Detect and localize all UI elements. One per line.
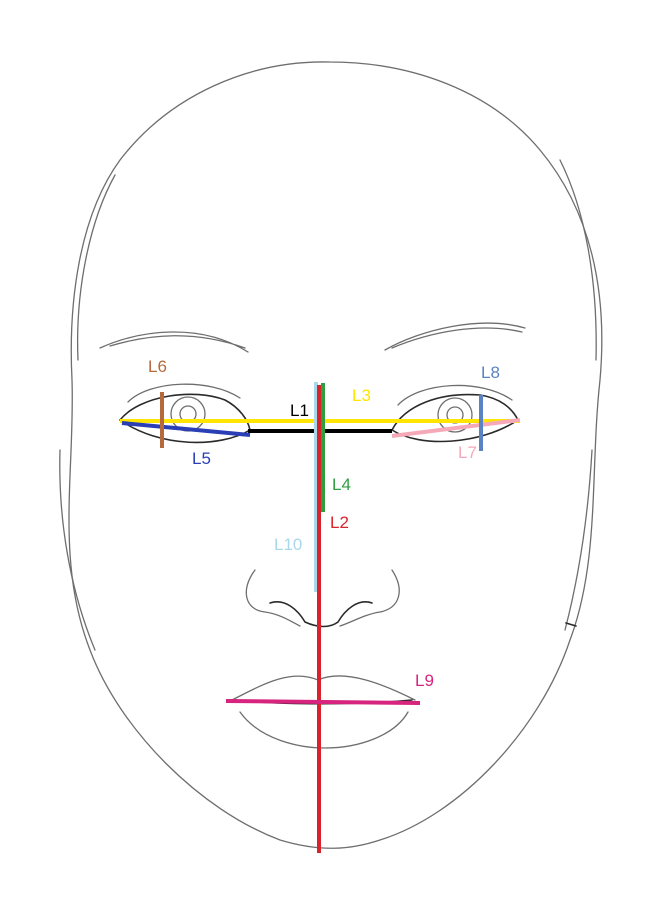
L7-label: L7 <box>458 443 477 462</box>
L10-label: L10 <box>274 535 302 554</box>
L9-label: L9 <box>415 671 434 690</box>
right-eye-outline <box>391 393 519 443</box>
L9-line <box>225 699 421 705</box>
L6-label: L6 <box>148 357 167 376</box>
nostrils <box>269 601 373 628</box>
L5-label: L5 <box>192 449 211 468</box>
face-outline-stroke <box>76 174 116 361</box>
nose-left <box>245 569 301 627</box>
L1-label: L1 <box>290 401 309 420</box>
L7-line <box>391 418 521 438</box>
lower-lip <box>239 711 409 749</box>
L3-label: L3 <box>352 386 371 405</box>
right-iris <box>437 397 473 433</box>
L8-label: L8 <box>481 363 500 382</box>
left-eyebrow <box>99 331 249 353</box>
L5-line <box>121 421 251 437</box>
left-eyelid <box>127 383 241 403</box>
ear-mark <box>565 622 577 627</box>
nose-right <box>339 569 400 627</box>
face-outline-stroke <box>59 449 96 651</box>
L4-label: L4 <box>332 475 351 494</box>
right-eyelid <box>397 384 513 406</box>
left-eye-outline <box>119 393 251 444</box>
face-outline <box>68 61 603 849</box>
face-outline-stroke <box>564 449 593 631</box>
L2-label: L2 <box>330 513 349 532</box>
face-outline-stroke <box>559 159 597 361</box>
right-eyebrow <box>384 322 526 351</box>
